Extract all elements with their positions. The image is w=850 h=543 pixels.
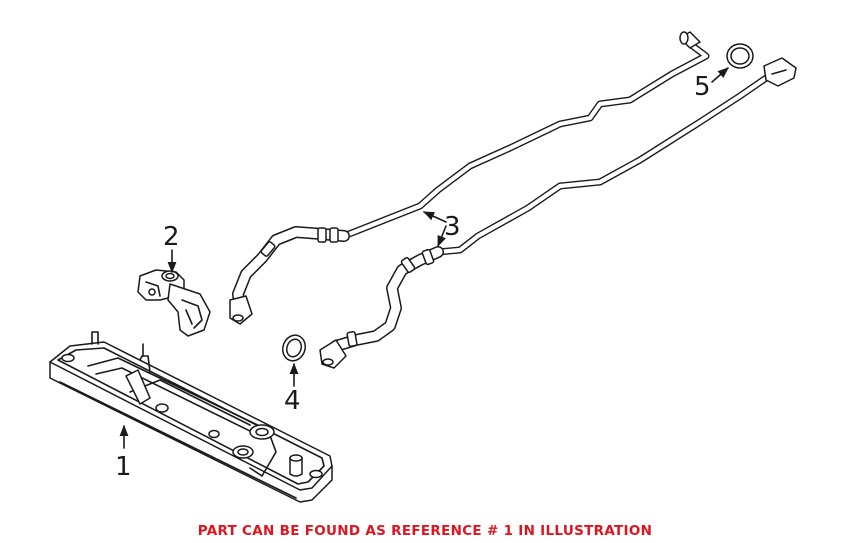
leader-arrows bbox=[119, 67, 729, 449]
o-ring-part-5 bbox=[726, 43, 754, 69]
callout-2: 2 bbox=[163, 222, 180, 252]
arrow-5 bbox=[711, 67, 729, 83]
callout-4: 4 bbox=[284, 386, 301, 416]
callout-1: 1 bbox=[115, 452, 132, 482]
arrow-3a bbox=[422, 211, 447, 223]
callout-5: 5 bbox=[694, 72, 711, 102]
bracket-part-2 bbox=[137, 269, 211, 337]
oil-cooler-part-1 bbox=[49, 331, 333, 503]
cooler-lines-part-3 bbox=[229, 31, 797, 369]
reference-caption: PART CAN BE FOUND AS REFERENCE # 1 IN IL… bbox=[197, 523, 653, 539]
arrow-3b bbox=[437, 225, 447, 248]
callout-3: 3 bbox=[444, 212, 461, 242]
o-ring-part-4 bbox=[281, 334, 307, 362]
